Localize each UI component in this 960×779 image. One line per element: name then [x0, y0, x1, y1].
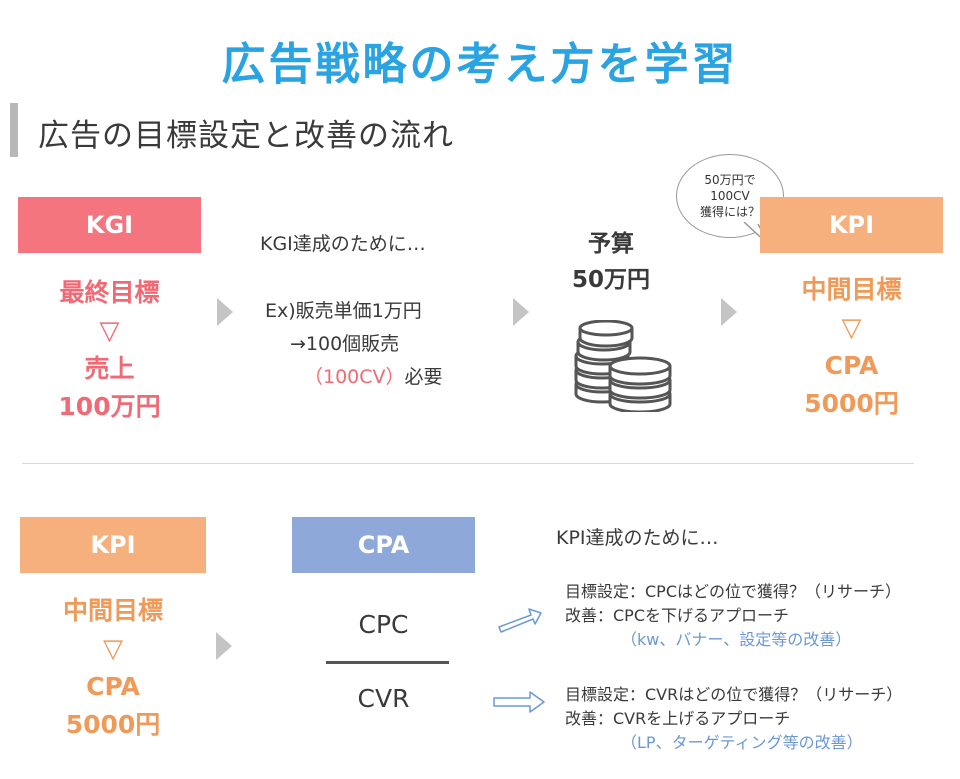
kpi-bottom-triangle: ▽: [103, 634, 123, 664]
kgi-triangle: ▽: [99, 316, 120, 346]
coins-icon: [574, 320, 672, 412]
kgi-line2: 売上: [84, 354, 135, 383]
kgi-line3: 100万円: [58, 392, 161, 421]
arrow-right-icon: [216, 632, 232, 660]
budget-line1: 予算: [588, 231, 634, 257]
budget-line2: 50万円: [571, 267, 650, 293]
kpi-box-top: KPI: [760, 197, 943, 253]
budget: 予算 50万円: [556, 226, 666, 298]
kgi-explain-line1: Ex)販売単価1万円: [265, 300, 422, 322]
kgi-detail: 最終目標 ▽ 売上 100万円: [18, 274, 201, 426]
arrow-right-icon: [217, 298, 233, 326]
cvr-improve-detail: （LP、ターゲティング等の改善）: [621, 733, 863, 752]
kpi-top-detail: 中間目標 ▽ CPA 5000円: [760, 271, 943, 423]
bubble-line3: 獲得には？: [699, 205, 760, 219]
cvr-denominator: CVR: [357, 684, 410, 713]
kgi-explain-heading: KGI達成のために…: [260, 233, 426, 255]
kpi-bottom-detail: 中間目標 ▽ CPA 5000円: [20, 592, 206, 744]
cvr-improve-line: 改善：CVRを上げるアプローチ: [565, 709, 791, 728]
kpi-top-line2: CPA: [824, 351, 879, 380]
kpi-bottom-line3: 5000円: [65, 710, 161, 739]
outline-arrow-icon: [493, 691, 545, 713]
kpi-top-line1: 中間目標: [801, 275, 902, 304]
cpc-explain: 目標設定：CPCはどの位で獲得？（リサーチ） 改善：CPCを下げるアプローチ （…: [565, 580, 901, 652]
kgi-explain-line2: →100個販売: [290, 333, 400, 355]
cpc-target-line: 目標設定：CPCはどの位で獲得？（リサーチ）: [565, 582, 901, 601]
outline-arrow-icon: [498, 608, 542, 633]
bubble-line1: 50万円で: [704, 173, 756, 187]
cpc-improve-line: 改善：CPCを下げるアプローチ: [565, 606, 789, 625]
required-label: 必要: [404, 366, 443, 388]
kpi-top-triangle: ▽: [841, 313, 862, 343]
section-title: 広告の目標設定と改善の流れ: [38, 118, 454, 154]
kpi-explain-heading: KPI達成のために…: [556, 527, 719, 549]
kpi-bottom-line1: 中間目標: [62, 596, 163, 625]
kgi-box: KGI: [18, 197, 201, 253]
section-marker: [10, 103, 18, 157]
speech-bubble: 50万円で 100CV 獲得には？: [676, 154, 784, 238]
cvr-explain: 目標設定：CVRはどの位で獲得？（リサーチ） 改善：CVRを上げるアプローチ （…: [565, 683, 902, 755]
kpi-bottom-line2: CPA: [86, 672, 140, 701]
page-title: 広告戦略の考え方を学習: [221, 39, 739, 90]
cpa-box: CPA: [292, 517, 475, 573]
cpc-numerator: CPC: [358, 610, 409, 639]
section-divider: [22, 463, 914, 464]
cvr-target-line: 目標設定：CVRはどの位で獲得？（リサーチ）: [565, 685, 903, 704]
bubble-line2: 100CV: [710, 189, 750, 203]
arrow-right-icon: [513, 298, 529, 326]
kgi-line1: 最終目標: [59, 278, 160, 307]
kpi-top-line3: 5000円: [804, 389, 899, 418]
cpc-improve-detail: （kw、バナー、設定等の改善）: [621, 630, 852, 649]
fraction-line: [326, 661, 449, 664]
arrow-right-icon: [721, 298, 737, 326]
cv-count: （100CV）: [304, 366, 405, 388]
kpi-box-bottom: KPI: [20, 517, 206, 573]
kgi-explain-line3: （100CV）必要: [304, 361, 443, 394]
